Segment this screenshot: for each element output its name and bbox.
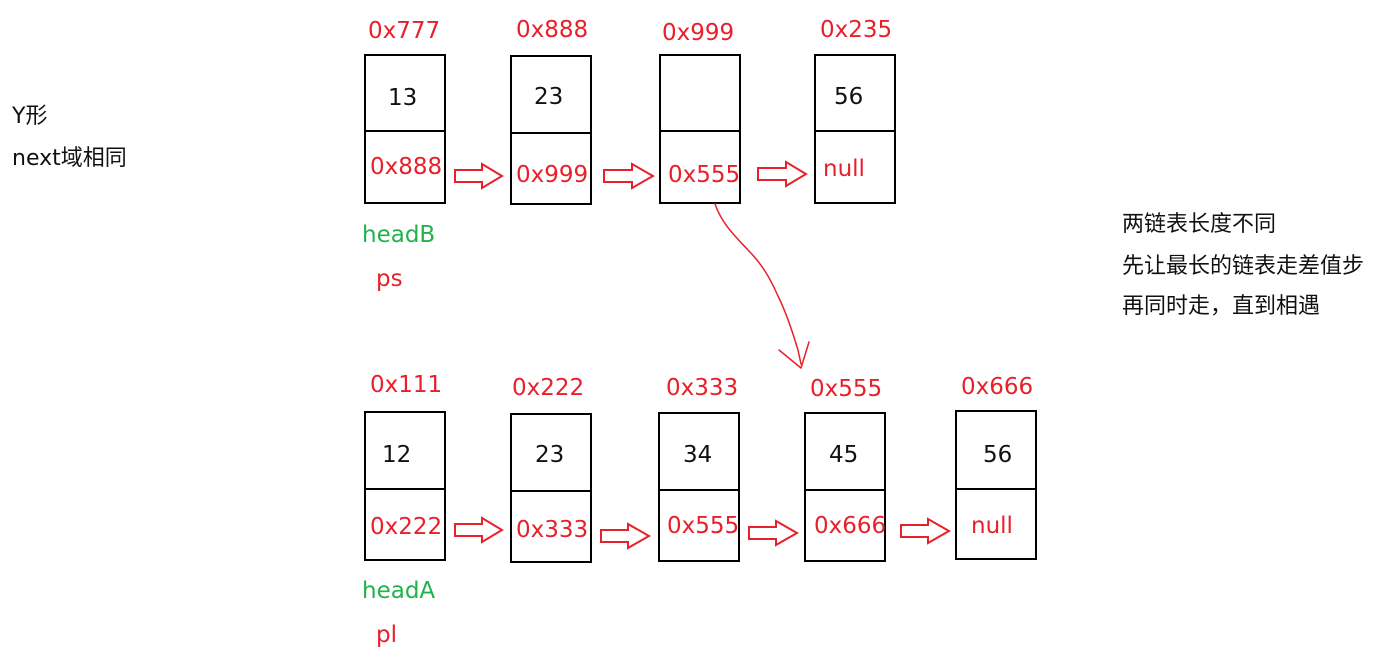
node-next: null (971, 513, 1013, 539)
node-next: null (823, 156, 865, 182)
node-value: 12 (382, 442, 412, 468)
node-next: 0x222 (370, 514, 443, 540)
right-note-line2: 先让最长的链表走差值步 (1122, 254, 1365, 279)
intersection-curve-arrow (714, 203, 802, 365)
node-divider (660, 489, 738, 491)
ps-pointer-label: ps (376, 266, 403, 292)
list-node (659, 54, 741, 204)
node-next: 0x333 (516, 517, 589, 543)
next-arrow-icon (900, 517, 952, 545)
node-divider (512, 490, 590, 492)
node-divider (816, 130, 894, 132)
right-note-line1: 两链表长度不同 (1122, 212, 1277, 237)
head-a-label: headA (362, 578, 436, 604)
node-address: 0x888 (516, 17, 589, 43)
node-next: 0x555 (667, 513, 740, 539)
next-arrow-icon (454, 162, 504, 190)
node-address: 0x235 (820, 17, 893, 43)
node-next: 0x888 (370, 154, 443, 180)
pl-pointer-label: pl (376, 622, 397, 648)
list-node (364, 54, 446, 204)
node-divider (806, 489, 884, 491)
list-node (658, 412, 740, 562)
node-divider (512, 132, 590, 134)
list-node (364, 411, 446, 561)
next-arrow-icon (454, 516, 504, 544)
next-arrow-icon (603, 162, 656, 190)
node-address: 0x333 (666, 375, 739, 401)
node-address: 0x111 (370, 372, 443, 398)
node-value: 34 (683, 442, 713, 468)
node-value: 56 (834, 84, 864, 110)
list-node (804, 412, 886, 562)
node-value: 23 (534, 84, 564, 110)
right-note-line3: 再同时走，直到相遇 (1122, 294, 1321, 319)
node-divider (366, 488, 444, 490)
node-next: 0x555 (668, 162, 741, 188)
left-note-line1: Y形 (12, 104, 48, 129)
list-node (510, 55, 592, 205)
head-b-label: headB (362, 222, 436, 248)
node-address: 0x666 (961, 374, 1034, 400)
curve-arrowhead-icon (778, 341, 810, 369)
node-address: 0x777 (368, 18, 441, 44)
node-next: 0x999 (516, 162, 589, 188)
node-next: 0x666 (814, 513, 887, 539)
next-arrow-icon (757, 160, 808, 188)
node-address: 0x222 (512, 375, 585, 401)
node-value: 56 (983, 442, 1013, 468)
node-value: 45 (829, 442, 859, 468)
list-node (814, 54, 896, 204)
next-arrow-icon (600, 522, 652, 550)
next-arrow-icon (748, 519, 800, 547)
left-note-line2: next域相同 (12, 146, 127, 171)
node-address: 0x999 (662, 20, 735, 46)
node-value: 13 (388, 85, 418, 111)
node-divider (957, 488, 1035, 490)
node-address: 0x555 (810, 376, 883, 402)
list-node (510, 413, 592, 563)
node-divider (661, 130, 739, 132)
node-value: 23 (535, 442, 565, 468)
node-divider (366, 130, 444, 132)
list-node (955, 410, 1037, 560)
